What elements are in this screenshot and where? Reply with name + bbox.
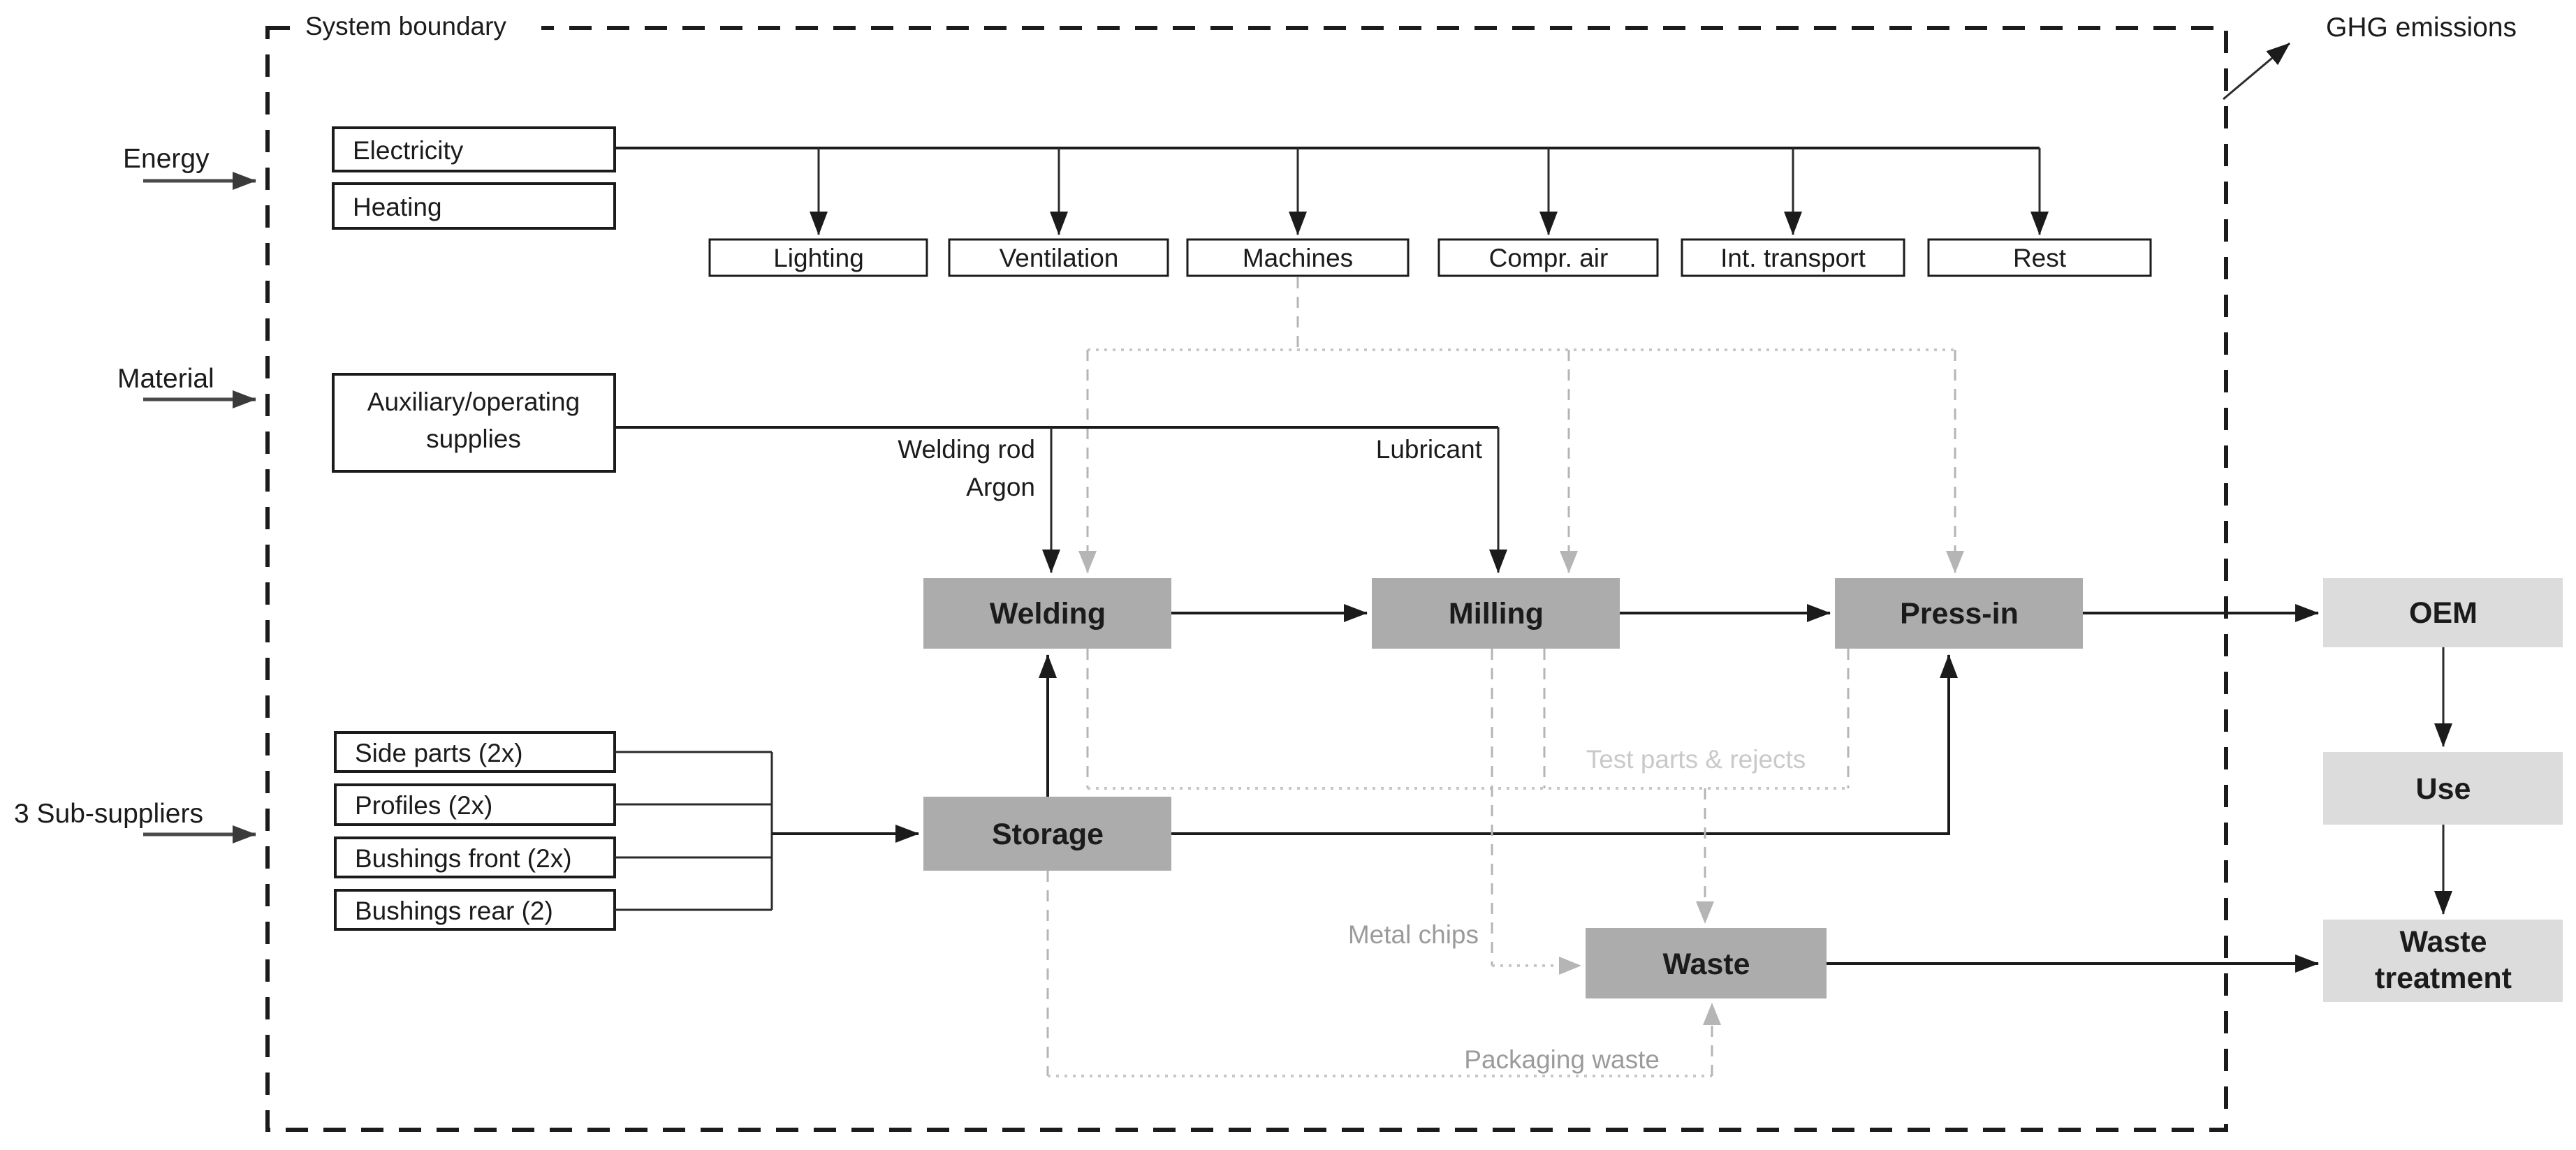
part-box-bushings-rear: Bushings rear (2)	[334, 889, 616, 931]
waste-treatment-label-line2: treatment	[2375, 961, 2512, 995]
consumer-box-lighting: Lighting	[708, 238, 928, 277]
compr-air-label: Compr. air	[1489, 244, 1609, 272]
machines-label: Machines	[1243, 244, 1353, 272]
electricity-box: Electricity	[332, 126, 616, 172]
electricity-label: Electricity	[353, 136, 464, 165]
process-box-press-in: Press-in	[1835, 578, 2083, 649]
metal-chips-lines	[1491, 649, 1581, 975]
consumer-box-int-transport: Int. transport	[1681, 238, 1905, 277]
parts-to-storage-lines	[615, 751, 919, 911]
auxiliary-supplies-label-line2: supplies	[426, 425, 521, 453]
oem-label: OEM	[2409, 596, 2478, 630]
welding-rod-label: Welding rod	[898, 435, 1035, 464]
machines-energy-flow-lines	[1078, 277, 1964, 573]
system-boundary-label: System boundary	[305, 12, 506, 40]
storage-to-press-in-arrow	[1171, 654, 1958, 835]
consumer-box-rest: Rest	[1927, 238, 2152, 277]
heating-box: Heating	[332, 182, 616, 230]
material-label: Material	[117, 364, 214, 394]
energy-label: Energy	[123, 144, 210, 174]
bushings-rear-label: Bushings rear (2)	[355, 897, 553, 925]
system-boundary-label-backing	[295, 7, 541, 50]
part-box-profiles: Profiles (2x)	[334, 783, 616, 826]
ghg-emissions-label: GHG emissions	[2326, 13, 2517, 43]
press-in-label: Press-in	[1900, 597, 2019, 631]
lubricant-label: Lubricant	[1376, 435, 1483, 464]
ghg-emissions-arrow	[2223, 42, 2290, 101]
packaging-waste-lines	[1046, 871, 1721, 1077]
electricity-distribution-lines	[615, 147, 2049, 235]
side-parts-label: Side parts (2x)	[355, 739, 523, 767]
packaging-waste-label: Packaging waste	[1464, 1045, 1660, 1074]
metal-chips-label: Metal chips	[1348, 920, 1479, 949]
process-box-milling: Milling	[1372, 578, 1620, 649]
supply-flow-lines	[615, 426, 1507, 573]
part-box-bushings-front: Bushings front (2x)	[334, 836, 616, 878]
consumer-box-compr-air: Compr. air	[1437, 238, 1659, 277]
process-box-waste: Waste	[1586, 928, 1827, 998]
test-parts-rejects-label: Test parts & rejects	[1586, 745, 1806, 774]
argon-label: Argon	[966, 473, 1035, 501]
subsuppliers-label: 3 Sub-suppliers	[14, 799, 203, 829]
system-boundary-border	[265, 26, 2228, 1132]
profiles-label: Profiles (2x)	[355, 791, 492, 820]
process-box-welding: Welding	[923, 578, 1171, 649]
lighting-label: Lighting	[773, 244, 864, 272]
process-box-storage: Storage	[923, 797, 1171, 871]
auxiliary-supplies-box: Auxiliary/operating supplies	[332, 373, 616, 473]
int-transport-label: Int. transport	[1720, 244, 1866, 272]
storage-label: Storage	[992, 818, 1104, 851]
milling-label: Milling	[1449, 597, 1544, 631]
part-box-side-parts: Side parts (2x)	[334, 731, 616, 773]
test-parts-rejects-lines	[1086, 649, 1850, 924]
downstream-box-oem: OEM	[2323, 578, 2563, 647]
ventilation-label: Ventilation	[1000, 244, 1119, 272]
consumer-box-ventilation: Ventilation	[948, 238, 1169, 277]
auxiliary-supplies-label-line1: Auxiliary/operating	[367, 388, 580, 416]
downstream-box-waste-treatment: Waste treatment	[2323, 920, 2563, 1002]
bushings-front-label: Bushings front (2x)	[355, 844, 572, 873]
consumer-box-machines: Machines	[1186, 238, 1410, 277]
rest-label: Rest	[2013, 244, 2067, 272]
use-label: Use	[2416, 772, 2471, 806]
downstream-box-use: Use	[2323, 752, 2563, 825]
welding-label: Welding	[990, 597, 1106, 631]
waste-treatment-label-line1: Waste	[2399, 925, 2487, 959]
downstream-arrows	[1827, 647, 2452, 973]
heating-label: Heating	[353, 193, 442, 221]
waste-label: Waste	[1662, 948, 1750, 981]
